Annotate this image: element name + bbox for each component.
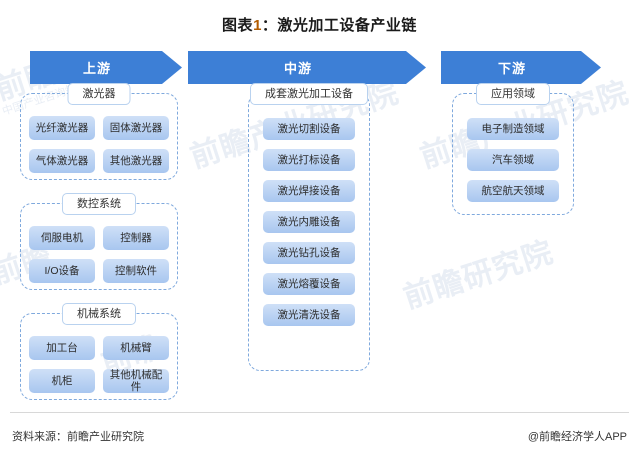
stage-label-downstream: 下游 <box>497 61 526 76</box>
watermark-logo: 前瞻研究院 <box>399 235 558 315</box>
chip-item: 激光内雕设备 <box>263 211 355 233</box>
group-body-laser-equipment: 激光切割设备 激光打标设备 激光焊接设备 激光内雕设备 激光钻孔设备 激光熔覆设… <box>257 118 361 362</box>
chip-item: 机柜 <box>29 369 95 393</box>
group-laser-equipment: 成套激光加工设备 激光切割设备 激光打标设备 激光焊接设备 激光内雕设备 激光钻… <box>248 83 370 371</box>
chip-item: 其他机械配件 <box>103 369 169 393</box>
chip-item: 其他激光器 <box>103 149 169 173</box>
title-separator: ： <box>261 17 278 34</box>
group-label-laser-equipment: 成套激光加工设备 <box>250 83 368 106</box>
chip-item: 加工台 <box>29 336 95 360</box>
chip-item: 控制器 <box>103 226 169 250</box>
footer-divider <box>10 412 629 413</box>
chip-item: 激光熔覆设备 <box>263 273 355 295</box>
group-body-application-fields: 电子制造领域 汽车领域 航空航天领域 <box>461 118 565 206</box>
title-number: 1 <box>253 17 262 34</box>
stage-arrow-upstream: 上游 <box>30 51 182 84</box>
group-mechanical-system: 机械系统 加工台 机械臂 机柜 其他机械配件 <box>20 303 178 400</box>
chip-item: 航空航天领域 <box>467 180 559 202</box>
chip-item: 伺服电机 <box>29 226 95 250</box>
group-body-laser: 光纤激光器 固体激光器 气体激光器 其他激光器 <box>29 116 169 173</box>
chip-item: I/O设备 <box>29 259 95 283</box>
chip-item: 控制软件 <box>103 259 169 283</box>
title-text: 激光加工设备产业链 <box>277 17 417 34</box>
group-body-cnc-system: 伺服电机 控制器 I/O设备 控制软件 <box>29 226 169 283</box>
group-cnc-system: 数控系统 伺服电机 控制器 I/O设备 控制软件 <box>20 193 178 290</box>
chip-item: 机械臂 <box>103 336 169 360</box>
group-label-cnc-system: 数控系统 <box>62 193 136 216</box>
chip-item: 汽车领域 <box>467 149 559 171</box>
group-label-mechanical-system: 机械系统 <box>62 303 136 326</box>
footer-brand: @前瞻经济学人APP <box>527 431 627 443</box>
chip-item: 光纤激光器 <box>29 116 95 140</box>
group-label-laser: 激光器 <box>67 83 131 106</box>
stage-label-upstream: 上游 <box>82 61 111 76</box>
page-title: 图表1：激光加工设备产业链 <box>0 14 639 35</box>
footer-source: 资料来源：前瞻产业研究院 <box>12 431 144 443</box>
stage-label-midstream: 中游 <box>283 61 312 76</box>
chip-item: 电子制造领域 <box>467 118 559 140</box>
chip-item: 激光焊接设备 <box>263 180 355 202</box>
group-application-fields: 应用领域 电子制造领域 汽车领域 航空航天领域 <box>452 83 574 215</box>
chip-item: 激光钻孔设备 <box>263 242 355 264</box>
group-label-application-fields: 应用领域 <box>476 83 550 106</box>
chip-item: 气体激光器 <box>29 149 95 173</box>
title-prefix: 图表 <box>222 17 254 34</box>
stage-arrow-downstream: 下游 <box>441 51 601 84</box>
stage-arrow-midstream: 中游 <box>188 51 426 84</box>
chip-item: 激光清洗设备 <box>263 304 355 326</box>
chip-item: 激光切割设备 <box>263 118 355 140</box>
chip-item: 激光打标设备 <box>263 149 355 171</box>
group-body-mechanical-system: 加工台 机械臂 机柜 其他机械配件 <box>29 336 169 393</box>
group-laser: 激光器 光纤激光器 固体激光器 气体激光器 其他激光器 <box>20 83 178 180</box>
chip-item: 固体激光器 <box>103 116 169 140</box>
